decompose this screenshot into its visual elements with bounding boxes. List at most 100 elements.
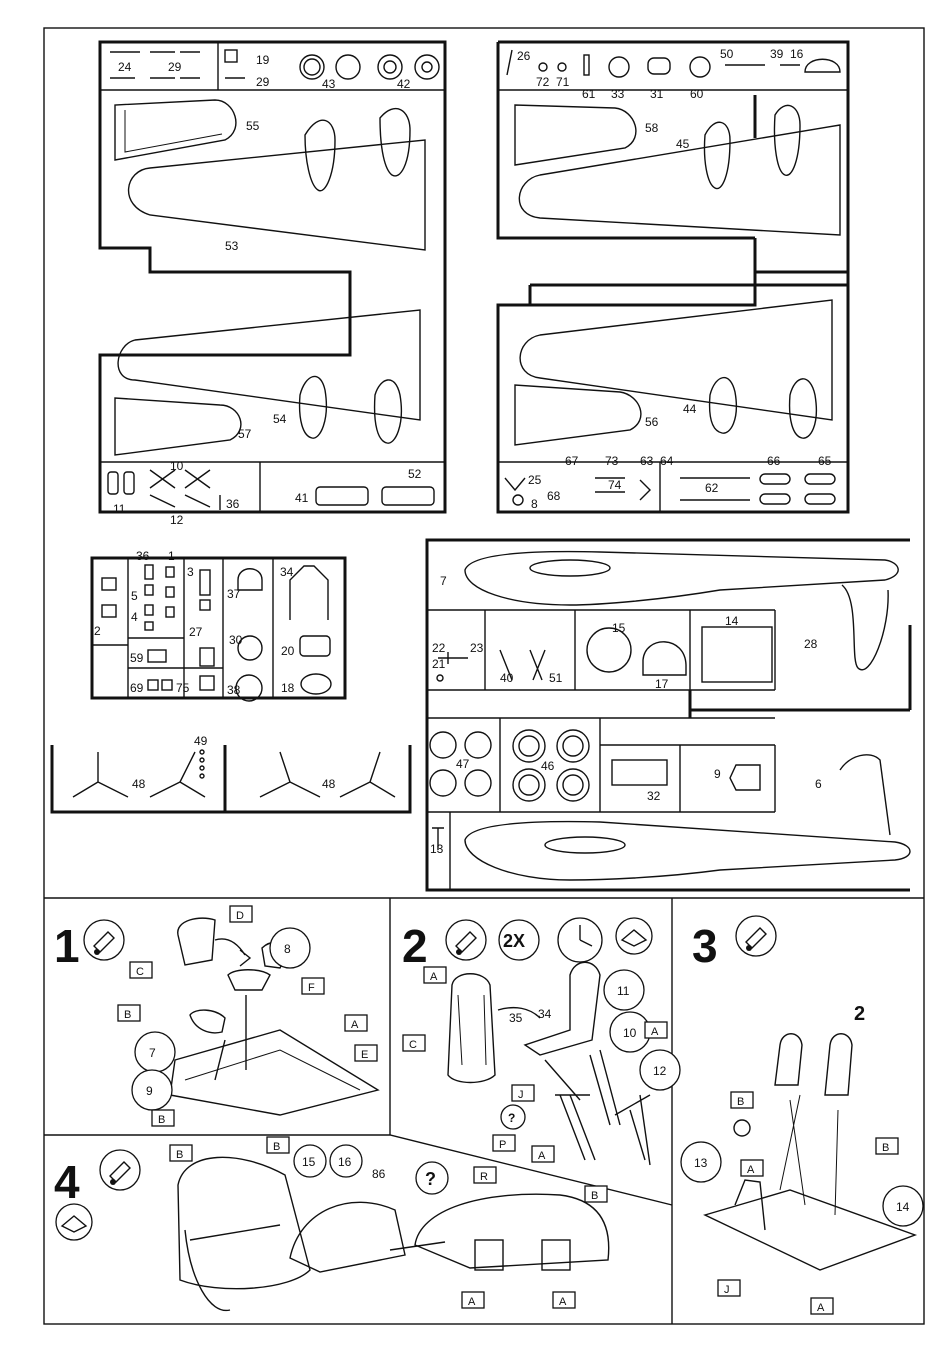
callout-15: 15 [302, 1155, 316, 1169]
sprue-middle-left [90, 556, 347, 702]
sprue-fuselage [425, 538, 912, 892]
part-number: 15 [612, 621, 626, 635]
part-number: 44 [683, 402, 697, 416]
svg-text:A: A [817, 1302, 825, 1314]
tag-e: E [354, 1044, 378, 1062]
tag-a: A [552, 1291, 576, 1309]
part-number: 46 [541, 759, 555, 773]
part-number: 13 [430, 842, 444, 856]
part-number: 51 [549, 671, 563, 685]
svg-text:2X: 2X [503, 931, 525, 951]
part-number: 41 [295, 491, 309, 505]
part-number: 23 [470, 641, 484, 655]
part-number: 47 [456, 757, 470, 771]
part-number: 50 [720, 47, 734, 61]
glue-icon [735, 915, 777, 957]
seat [523, 961, 601, 1056]
clock-icon [557, 917, 603, 963]
part-number: 53 [225, 239, 239, 253]
part-number: 30 [229, 633, 243, 647]
svg-text:A: A [559, 1296, 567, 1308]
callout-34: 34 [538, 1007, 552, 1021]
sprue-top-left [98, 40, 447, 514]
svg-text:A: A [651, 1026, 659, 1038]
step-number: 2 [402, 920, 428, 972]
part-number: 57 [238, 427, 252, 441]
callout-11: 11 [617, 984, 630, 998]
paint-icon [55, 1203, 93, 1241]
callout-8: 8 [284, 942, 291, 956]
tag-c: C [129, 961, 153, 979]
part-number: 45 [676, 137, 690, 151]
part-number: 14 [725, 614, 739, 628]
callout-7: 7 [149, 1046, 156, 1060]
tag-f: F [301, 977, 325, 995]
step-number: 3 [692, 920, 718, 972]
tag-r: R [473, 1166, 497, 1184]
svg-text:A: A [538, 1150, 546, 1162]
part-number: 36 [226, 497, 240, 511]
page-frame [43, 27, 925, 1325]
callout-12: 12 [653, 1064, 667, 1078]
seat-back [447, 973, 496, 1084]
tag-b: B [584, 1185, 608, 1203]
step-3: 3 2 13 14 B A B J A [680, 915, 924, 1315]
tag-a: A [423, 966, 447, 984]
sprue-middle-left-labels: 36 1 3 34 5 4 2 37 27 30 20 59 69 75 38 … [94, 549, 295, 697]
part-number: 11 [113, 502, 126, 516]
callout-9: 9 [146, 1084, 153, 1098]
part-number: 5 [131, 589, 138, 603]
part-number: 16 [790, 47, 804, 61]
part-number: 69 [130, 681, 144, 695]
svg-text:C: C [409, 1039, 417, 1051]
callout-2: 2 [854, 1003, 865, 1025]
part-number: 24 [118, 60, 132, 74]
part-number: 42 [397, 77, 411, 91]
seat-left [774, 1033, 803, 1086]
question-icon: ? [508, 1111, 515, 1125]
part-number: 17 [655, 677, 669, 691]
tag-p: P [492, 1134, 516, 1152]
svg-text:B: B [124, 1009, 131, 1021]
svg-text:J: J [724, 1284, 730, 1296]
glue-icon [83, 919, 125, 961]
callout-35: 35 [509, 1011, 523, 1025]
sprue-fuselage-labels: 7 28 22 23 21 40 51 15 17 14 47 46 32 9 … [430, 574, 822, 856]
part-number: 38 [227, 683, 241, 697]
glue-icon [99, 1149, 141, 1191]
instrument-panel-16 [289, 1201, 406, 1273]
tag-b: B [117, 1004, 141, 1022]
part-number: 68 [547, 489, 561, 503]
part-number: 39 [770, 47, 784, 61]
tag-a: A [461, 1291, 485, 1309]
part-number: 54 [273, 412, 287, 426]
tag-b: B [730, 1091, 754, 1109]
tag-a: A [344, 1014, 368, 1032]
step-1: 1 8 7 9 D C F B E A B [54, 905, 380, 1127]
tag-d: D [229, 905, 253, 923]
step-number: 4 [54, 1156, 80, 1208]
part-number: 34 [280, 565, 294, 579]
part-number: 49 [194, 734, 208, 748]
part-number: 6 [815, 777, 822, 791]
part-number: 26 [517, 49, 531, 63]
svg-text:A: A [468, 1296, 476, 1308]
tag-b: B [151, 1109, 175, 1127]
part-number: 31 [650, 87, 664, 101]
part-number: 12 [170, 513, 184, 527]
part-number: 72 [536, 75, 550, 89]
tag-b: B [875, 1137, 899, 1155]
part-number: 48 [322, 777, 336, 791]
step-divider-4 [44, 1134, 673, 1206]
quantity-badge: 2X [498, 919, 540, 961]
part-number: 62 [705, 481, 719, 495]
part-number: 65 [818, 454, 832, 468]
part-number: 8 [531, 497, 538, 511]
svg-text:F: F [308, 982, 315, 994]
part-number: 67 [565, 454, 579, 468]
callout-10: 10 [623, 1026, 637, 1040]
part-number: 48 [132, 777, 146, 791]
part-number: 56 [645, 415, 659, 429]
svg-text:P: P [499, 1139, 506, 1151]
